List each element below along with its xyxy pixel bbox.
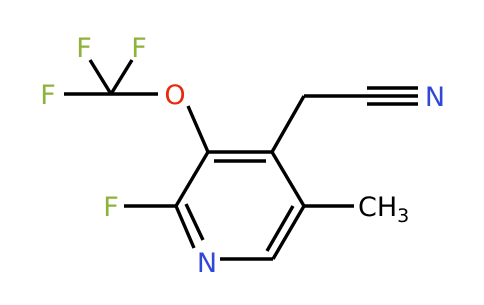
atom-label-fluorine: F xyxy=(40,80,56,111)
bond-o-ring xyxy=(186,105,210,153)
methyl-ch: CH xyxy=(358,192,397,223)
atom-label-oxygen: O xyxy=(164,80,185,111)
cf3-bonds xyxy=(64,59,210,153)
atom-label-ring-nitrogen: N xyxy=(197,248,217,279)
atom-label-methyl: CH3 xyxy=(358,192,409,227)
atom-label-nitrile-nitrogen: N xyxy=(425,82,445,113)
atom-label-fluorine: F xyxy=(131,33,147,64)
atom-labels: F F F O N F N CH3 xyxy=(40,33,445,279)
methyl-subscript: 3 xyxy=(397,205,409,227)
ring-bond-c5-c6 xyxy=(271,205,306,260)
bond-c-f-top-right xyxy=(109,59,134,95)
atom-label-fluorine: F xyxy=(76,33,92,64)
ring-bond-c5-c6-double xyxy=(265,205,295,252)
pyridine-ring xyxy=(174,150,306,261)
ring-bond-n-c2 xyxy=(174,205,196,249)
ring-bond-n-c2-double xyxy=(184,203,205,241)
bond-c4-ch2 xyxy=(270,95,306,153)
bond-c-f-top-left xyxy=(88,59,113,95)
atom-label-ring-fluorine: F xyxy=(103,192,119,223)
substituent-bonds xyxy=(124,86,418,208)
ring-bond-c4-c5 xyxy=(270,151,306,207)
ring-bond-c2-c3 xyxy=(174,151,210,207)
